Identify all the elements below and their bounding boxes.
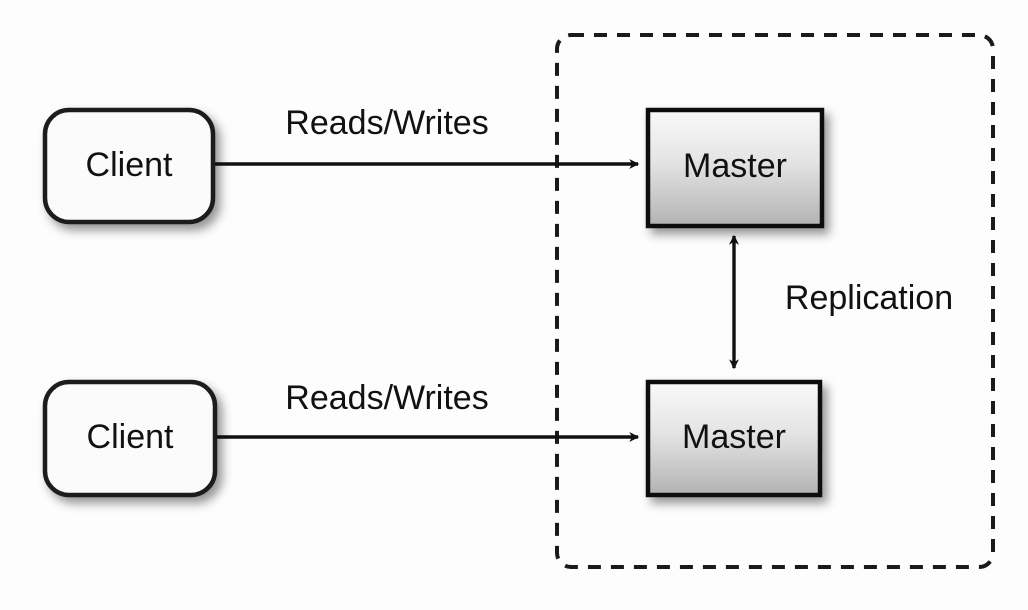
- client-top-shape: [42, 107, 216, 225]
- edge-label-reads-writes-top: Reads/Writes: [285, 104, 488, 142]
- client-top-label: Client: [86, 146, 173, 184]
- master-top-label: Master: [683, 147, 787, 185]
- client-bottom-label: Client: [87, 418, 174, 456]
- node-client-bottom[interactable]: Client: [42, 379, 218, 498]
- master-bottom-label: Master: [682, 418, 786, 456]
- node-master-bottom[interactable]: Master: [645, 379, 823, 498]
- node-client-top[interactable]: Client: [42, 107, 216, 225]
- edge-label-replication: Replication: [785, 279, 953, 317]
- edge-label-reads-writes-bottom: Reads/Writes: [285, 379, 488, 417]
- replication-cluster-boundary: [555, 33, 995, 569]
- client-bottom-shape: [42, 379, 218, 498]
- node-master-top[interactable]: Master: [645, 107, 825, 229]
- master-top-shape: [645, 107, 825, 229]
- master-bottom-shape: [645, 379, 823, 498]
